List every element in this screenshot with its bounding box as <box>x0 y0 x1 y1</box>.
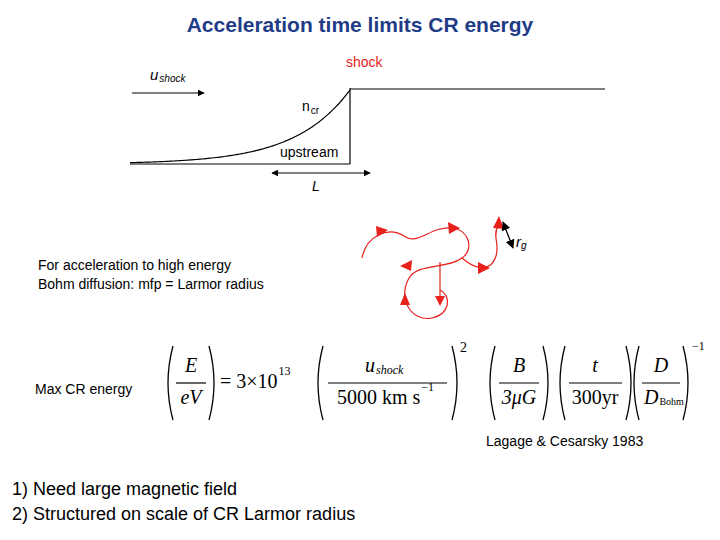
equation-term: 3μG <box>502 386 536 409</box>
superscript: −1 <box>692 340 705 354</box>
arrowhead <box>435 296 445 306</box>
equation-term: eV <box>180 386 201 409</box>
trajectory-arrowheads <box>376 216 504 306</box>
equation-term: D <box>654 354 668 377</box>
velocity-symbol: u <box>150 66 158 83</box>
trajectory <box>405 280 448 318</box>
conclusion-item: 1) Need large magnetic field <box>12 479 237 500</box>
equation-term: 5000 km s <box>337 386 420 409</box>
note-text: Bohm diffusion: mfp = Larmor radius <box>38 276 264 292</box>
equation-term: B <box>513 354 525 377</box>
equation-term: u <box>365 354 375 377</box>
equation-term: E <box>185 354 197 377</box>
equation-term: 300yr <box>572 386 619 409</box>
subscript: g <box>521 240 527 252</box>
density-curve <box>130 90 350 163</box>
arrowhead <box>400 293 410 305</box>
arrowhead <box>376 226 388 237</box>
note-text: For acceleration to high energy <box>38 257 231 273</box>
trajectory <box>462 226 498 268</box>
trajectory <box>439 262 440 296</box>
conclusion-item: 2) Structured on scale of CR Larmor radi… <box>12 504 355 525</box>
equation-term: D <box>644 386 658 409</box>
paren <box>490 346 495 420</box>
downstream-level <box>350 88 605 89</box>
shock-label: shock <box>346 54 383 70</box>
velocity-arrow <box>132 93 204 94</box>
arrowhead <box>493 216 504 229</box>
superscript: −1 <box>421 381 434 395</box>
fraction-bar <box>499 382 539 383</box>
equation-term: = 3×10 <box>220 370 278 393</box>
equation-parentheses <box>168 346 688 420</box>
equation-caption: Max CR energy <box>35 381 132 397</box>
axis-line <box>130 164 350 165</box>
arrowhead <box>400 260 412 271</box>
density-symbol: n <box>302 98 310 114</box>
subscript: shock <box>159 73 185 85</box>
paren <box>683 346 688 420</box>
paren <box>626 346 631 420</box>
superscript: 2 <box>460 340 467 356</box>
paren <box>543 346 548 420</box>
fraction-bar <box>569 382 622 383</box>
equation-term: t <box>592 354 598 377</box>
radius-arrow <box>503 222 513 248</box>
superscript: 13 <box>279 365 291 379</box>
paren <box>168 346 173 420</box>
paren <box>634 346 639 420</box>
region-label: upstream <box>280 144 338 160</box>
length-label: L <box>312 178 320 194</box>
paren <box>452 346 457 420</box>
fraction-bar <box>642 382 680 383</box>
title: Acceleration time limits CR energy <box>0 13 720 37</box>
particle-paths <box>362 226 498 318</box>
length-arrow <box>272 173 370 174</box>
subscript: Bohm <box>659 396 683 408</box>
paren <box>318 346 323 420</box>
subscript: cr <box>311 105 319 117</box>
citation: Lagage & Cesarsky 1983 <box>486 433 643 449</box>
shock-front <box>349 88 350 164</box>
paren <box>560 346 565 420</box>
fraction-bar <box>176 382 206 383</box>
radius-symbol: r <box>516 233 521 250</box>
subscript: shock <box>376 364 403 378</box>
arrowhead <box>448 222 460 234</box>
paren <box>209 346 214 420</box>
arrowhead <box>478 262 490 274</box>
